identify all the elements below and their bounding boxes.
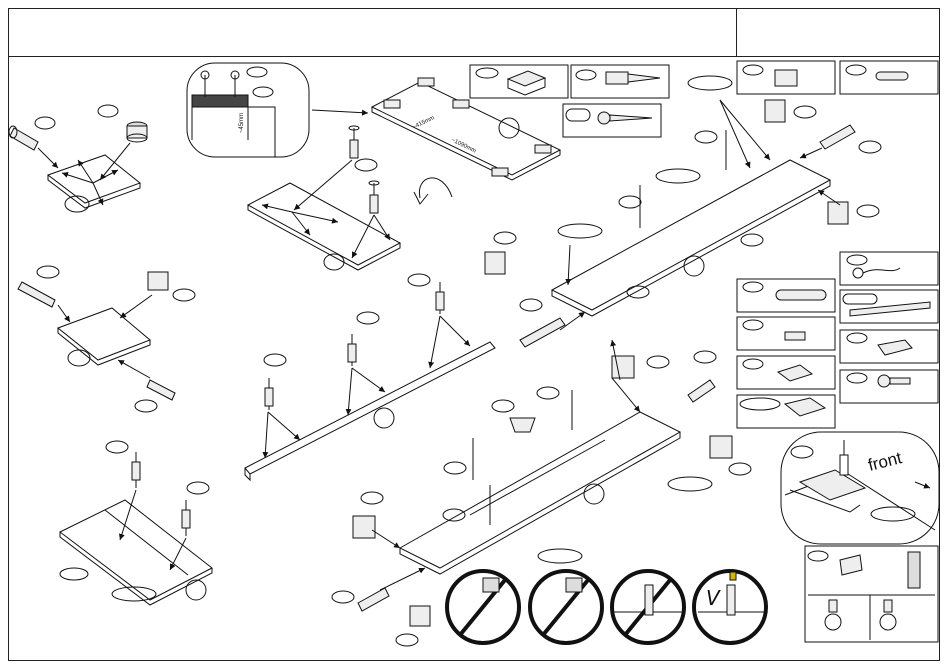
dowel-icon <box>9 126 38 150</box>
parts-hook-box <box>840 252 938 285</box>
screw-icon <box>182 500 190 536</box>
screw-icon <box>349 126 359 158</box>
check-mark: V <box>706 586 720 610</box>
warning-circle-1 <box>447 571 519 643</box>
parts-long-screw-box <box>563 104 661 137</box>
panel-bottom-left <box>60 441 212 605</box>
screw-icon <box>436 282 444 314</box>
screw-icon <box>369 181 379 213</box>
side-panel-lower <box>332 340 751 646</box>
parts-plug-box <box>571 65 669 98</box>
screw-icon <box>265 378 273 410</box>
parts-dowel-large-box <box>737 279 835 312</box>
parts-connector-box <box>737 317 835 350</box>
dimension-45: ~45mm <box>239 113 245 133</box>
top-board <box>372 78 560 180</box>
parts-short-screw-box <box>840 370 938 403</box>
panel-center-left <box>248 126 400 270</box>
parts-hinge-box <box>737 395 835 428</box>
parts-cam-box <box>737 61 835 94</box>
detail-hinge-inset <box>781 432 939 544</box>
parts-clip-box <box>737 356 835 389</box>
parts-dowel-box <box>840 61 938 94</box>
panel-small-top-left <box>9 105 147 212</box>
parts-glue-box <box>840 330 938 363</box>
detail-bracket-inset <box>187 63 309 157</box>
cam-lock-icon <box>127 122 147 142</box>
side-panel-upper <box>485 76 881 347</box>
parts-strip-box <box>840 290 938 323</box>
panel-middle-left <box>18 266 195 412</box>
screw-icon <box>132 452 140 488</box>
warning-circle-2 <box>530 571 602 643</box>
correct-circle <box>694 571 766 643</box>
warning-circle-3 <box>612 571 684 643</box>
parts-bracket-box <box>470 65 568 98</box>
long-strip <box>245 274 495 480</box>
screw-icon <box>348 334 356 366</box>
detail-cutting-inset <box>805 546 938 642</box>
